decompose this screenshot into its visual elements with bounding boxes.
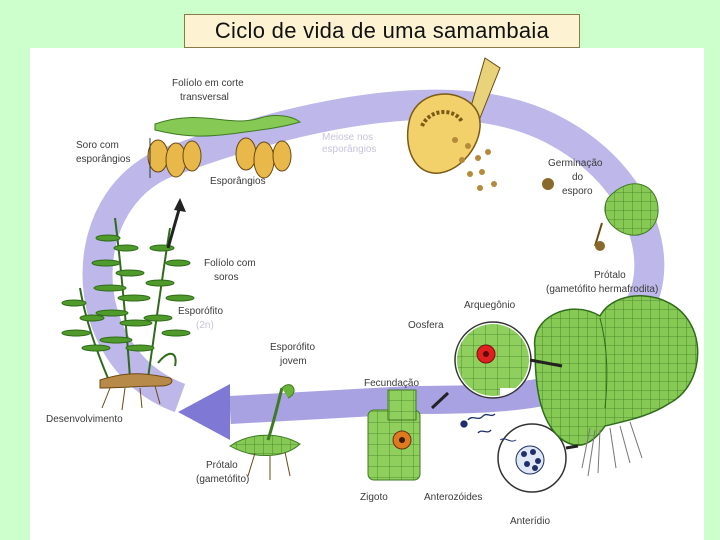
pointer-arrow-archegonium [529, 358, 563, 368]
leaflet-cross-section [147, 115, 302, 179]
life-cycle-figure: Meiose nos esporângios Folíolo em corte … [30, 48, 704, 540]
sporangia-cluster-left [147, 139, 202, 178]
label-protalo-2: (gametófito) [196, 474, 249, 485]
cycle-arrow-head [178, 384, 230, 440]
sporangium-dehiscing [406, 57, 501, 191]
title-box: Ciclo de vida de uma samambaia [184, 14, 580, 48]
young-sporophyte-prothallus [229, 384, 301, 480]
label-desenvolvimento: Desenvolvimento [46, 414, 123, 425]
pointer-arrow-sporangia [166, 205, 182, 249]
pointer-arrow-antheridium [565, 444, 579, 450]
antheridium-inset [497, 423, 567, 493]
label-germinacao-3: esporo [562, 186, 593, 197]
label-protalo-herm-1: Prótalo [594, 270, 626, 281]
pointer-arrow-fecundation [430, 391, 450, 410]
rhizome [99, 373, 173, 411]
fiddlehead [157, 352, 177, 367]
fern-frond-leaflets [61, 234, 195, 352]
prothallus-hermaphrodite [533, 295, 699, 477]
germinating-prothallus [594, 183, 659, 251]
label-oosfera: Oosfera [408, 320, 444, 331]
archegonium-inset [454, 321, 532, 399]
label-esporangios: Esporângios [210, 176, 266, 187]
label-arquegonio: Arquegônio [464, 300, 516, 311]
label-anterozoides: Anterozóides [424, 492, 482, 503]
label-esporofito-jovem-1: Esporófito [270, 342, 315, 353]
antherozoids [460, 413, 496, 434]
life-cycle-diagram: Meiose nos esporângios Folíolo em corte … [46, 57, 699, 527]
label-esporofito-jovem-2: jovem [279, 356, 307, 367]
zygote-archegonium [367, 389, 421, 481]
label-anteridio: Anterídio [510, 516, 550, 527]
label-protalo-herm-2: (gametófito hermafrodita) [546, 284, 658, 295]
label-esporofito-ploidy: (2n) [196, 320, 214, 331]
label-foliolo-corte-2: transversal [180, 92, 229, 103]
label-foliolo-soros-2: soros [214, 272, 238, 283]
label-soro-2: esporângios [76, 154, 130, 165]
label-fecundacao: Fecundação [364, 378, 419, 389]
label-germinacao-1: Germinação [548, 158, 603, 169]
faint-label-2: esporângios [322, 144, 376, 155]
rhizoids [581, 421, 643, 477]
released-spores [452, 137, 497, 191]
faint-label-1: Meiose nos [322, 132, 373, 143]
label-soro-1: Soro com [76, 140, 119, 151]
label-foliolo-corte-1: Folíolo em corte [172, 78, 244, 89]
label-germinacao-2: do [572, 172, 584, 183]
spore [542, 178, 554, 190]
sporangia-cluster-right [235, 137, 292, 179]
label-foliolo-soros-1: Folíolo com [204, 258, 256, 269]
label-protalo-1: Prótalo [206, 460, 238, 471]
label-zigoto: Zigoto [360, 492, 388, 503]
label-esporofito: Esporófito [178, 306, 223, 317]
page-title: Ciclo de vida de uma samambaia [214, 18, 550, 43]
fern-sporophyte [61, 217, 195, 384]
